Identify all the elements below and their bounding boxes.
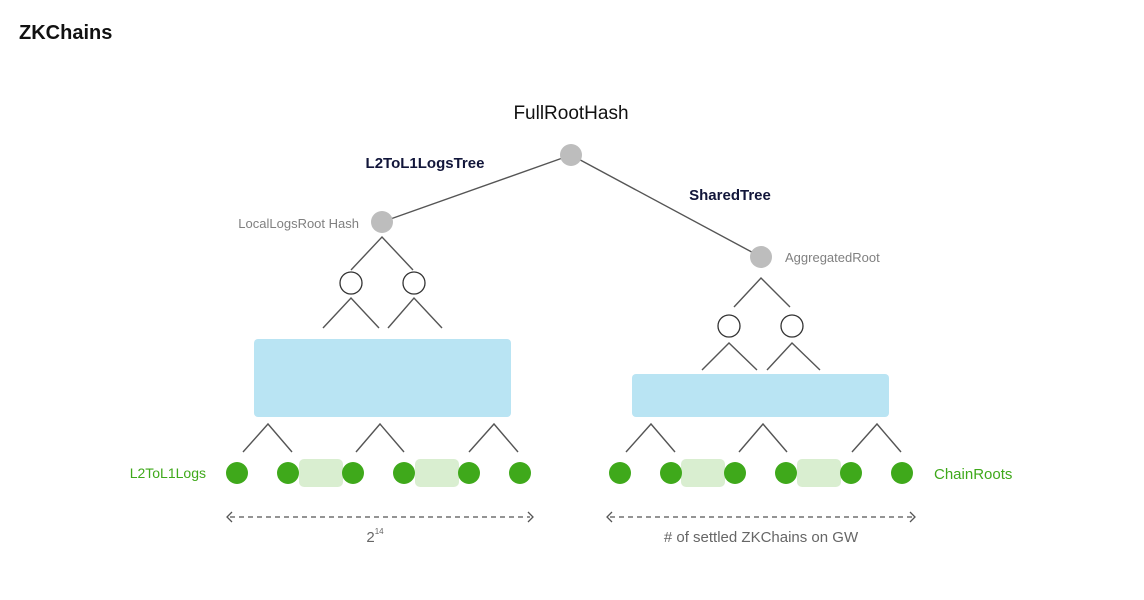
right-range-arrow-icon	[606, 511, 916, 523]
right-leaf-3	[724, 462, 746, 484]
right-leaf-2	[660, 462, 682, 484]
right-leaves-label: ChainRoots	[934, 466, 1012, 483]
edge-left-root-children	[350, 235, 414, 271]
right-leaf-6	[891, 462, 913, 484]
right-root-node	[750, 246, 772, 268]
edge-right-leafpair-3	[851, 422, 902, 453]
root-node	[560, 144, 582, 166]
left-leaf-1	[226, 462, 248, 484]
edge-right-child1	[701, 342, 758, 371]
right-root-label: AggregatedRoot	[785, 250, 880, 265]
left-leaf-2	[277, 462, 299, 484]
edge-left-leafpair-3	[468, 422, 519, 453]
left-range-label: 214	[366, 527, 384, 546]
left-range-exponent: 14	[375, 527, 384, 536]
right-leaf-5	[840, 462, 862, 484]
left-leaf-4	[393, 462, 415, 484]
left-range-base: 2	[366, 529, 374, 546]
edge-left-child1	[322, 296, 380, 329]
left-leaf-5	[458, 462, 480, 484]
left-leaf-gap-2	[415, 459, 459, 487]
edge-root-right	[570, 154, 762, 258]
right-tree-label: SharedTree	[689, 187, 771, 204]
right-child-node-2	[780, 314, 804, 338]
left-block	[254, 339, 511, 417]
right-leaf-gap-1	[681, 459, 725, 487]
left-root-node	[371, 211, 393, 233]
right-leaf-1	[609, 462, 631, 484]
left-leaf-6	[509, 462, 531, 484]
root-label: FullRootHash	[513, 103, 628, 124]
page-title: ZKChains	[19, 22, 113, 44]
left-child-node-1	[339, 271, 363, 295]
edge-root-left	[381, 154, 572, 223]
left-leaf-3	[342, 462, 364, 484]
left-leaf-gap-1	[299, 459, 343, 487]
edge-right-leafpair-2	[738, 422, 788, 453]
left-tree-label: L2ToL1LogsTree	[366, 155, 485, 172]
right-child-node-1	[717, 314, 741, 338]
right-block	[632, 374, 889, 417]
left-range-arrow-icon	[226, 511, 534, 523]
right-range-label: # of settled ZKChains on GW	[664, 529, 859, 546]
left-leaves-label: L2ToL1Logs	[130, 465, 206, 481]
right-leaf-gap-2	[797, 459, 841, 487]
edge-left-child2	[387, 296, 443, 329]
edge-left-leafpair-1	[242, 422, 293, 453]
right-leaf-4	[775, 462, 797, 484]
left-child-node-2	[402, 271, 426, 295]
edge-left-leafpair-2	[355, 422, 405, 453]
left-root-label: LocalLogsRoot Hash	[238, 216, 359, 231]
edge-right-leafpair-1	[625, 422, 676, 453]
edge-right-root-children	[733, 276, 791, 308]
edge-right-child2	[766, 342, 821, 371]
